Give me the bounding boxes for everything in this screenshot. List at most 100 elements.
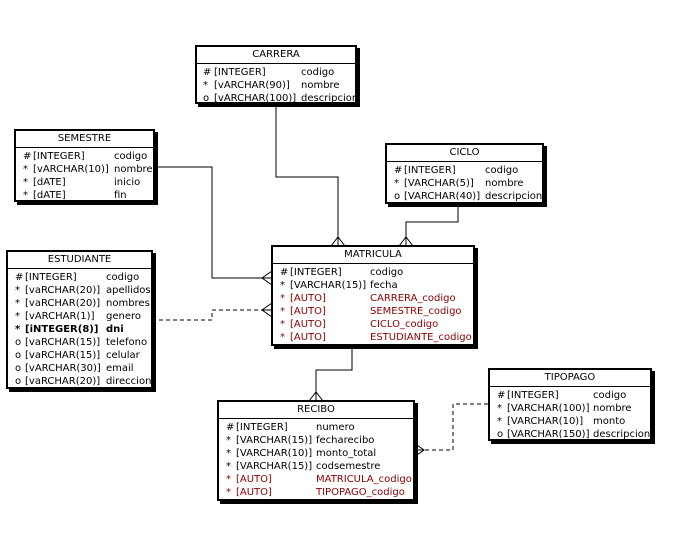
attribute-marker: * (280, 306, 285, 317)
entity-carrera[interactable]: CARRERA # [INTEGER] codigo * [vARCHAR(90… (195, 45, 359, 105)
attribute-name: monto_total (316, 448, 377, 459)
entity-estudiante[interactable]: ESTUDIANTE # [INTEGER] codigo * [vaRCHAR… (6, 250, 153, 389)
relationship-ciclo-matricula[interactable] (405, 203, 459, 246)
attribute-type: [AUTO] (236, 474, 272, 485)
attribute-type: [VARCHAR(15)] (290, 280, 367, 291)
attribute-row: * [dATE] inicio (16, 176, 153, 189)
attribute-name: TIPOPAGO_codigo (316, 487, 405, 498)
crowfoot-tipopago-recibo (413, 442, 425, 458)
attribute-row: # [INTEGER] codigo (197, 66, 355, 79)
attribute-name: direccion (106, 376, 152, 387)
attribute-marker: * (226, 487, 231, 498)
attribute-marker: * (23, 177, 28, 188)
attribute-type: [vaRCHAR(15)] (25, 337, 101, 348)
relationship-matricula-recibo[interactable] (315, 345, 353, 401)
attribute-marker: # (203, 67, 212, 78)
attribute-marker: * (15, 324, 21, 335)
attribute-marker: o (203, 93, 210, 104)
attribute-marker: * (280, 319, 285, 330)
attribute-type: [INTEGER] (404, 165, 456, 176)
entity-recibo[interactable]: RECIBO # [INTEGER] numero * [VARCHAR(15)… (217, 400, 415, 501)
attribute-row: # [INTEGER] codigo (387, 164, 542, 177)
relationship-carrera-matricula[interactable] (275, 103, 339, 246)
attribute-name: genero (106, 311, 141, 322)
attribute-row: * [vARCHAR(10)] nombre (16, 163, 153, 176)
attribute-name: descripcion (593, 429, 651, 440)
attribute-row: o [vaRCHAR(15)] celular (8, 349, 151, 362)
foreign-key-row: * [AUTO] TIPOPAGO_codigo (219, 486, 413, 499)
entity-title: TIPOPAGO (490, 370, 650, 387)
entity-title: MATRICULA (273, 247, 473, 264)
attribute-marker: * (226, 435, 231, 446)
attribute-type: [INTEGER] (214, 67, 266, 78)
attribute-type: [vaRCHAR(20)] (25, 285, 101, 296)
crowfoot-ciclo-matricula (398, 236, 414, 247)
attribute-type: [AUTO] (290, 332, 326, 343)
attribute-name: fin (114, 190, 127, 201)
attribute-row: o [vaRCHAR(20)] direccion (8, 375, 151, 388)
attribute-marker: # (23, 151, 32, 162)
attribute-name: numero (316, 422, 355, 433)
attribute-name: nombres (106, 298, 150, 309)
attribute-name: descripcion (301, 93, 359, 104)
attribute-type: [dATE] (33, 177, 66, 188)
attribute-row: # [INTEGER] codigo (8, 271, 151, 284)
entity-semestre[interactable]: SEMESTRE # [INTEGER] codigo * [vARCHAR(1… (14, 129, 155, 202)
attribute-type: [VARCHAR(5)] (404, 178, 474, 189)
entity-title: CARRERA (197, 47, 355, 64)
foreign-key-row: * [AUTO] CICLO_codigo (273, 318, 473, 331)
attribute-type: [AUTO] (290, 319, 326, 330)
crowfoot-carrera-matricula (330, 236, 346, 247)
attribute-name: nombre (593, 403, 632, 414)
attribute-type: [vARCHAR(1)] (25, 311, 95, 322)
attribute-marker: # (15, 272, 24, 283)
attribute-type: [vARCHAR(90)] (214, 80, 290, 91)
entity-tipopago[interactable]: TIPOPAGO # [INTEGER] codigo * [VARCHAR(1… (488, 368, 652, 441)
attribute-name: nombre (485, 178, 524, 189)
attribute-name: fecharecibo (316, 435, 375, 446)
attribute-type: [VARCHAR(15)] (236, 461, 313, 472)
relationship-tipopago-recibo[interactable] (414, 403, 488, 451)
attribute-name: dni (106, 324, 124, 335)
attribute-row: * [vaRCHAR(20)] apellidos (8, 284, 151, 297)
foreign-key-row: * [AUTO] ESTUDIANTE_codigo (273, 331, 473, 344)
attribute-marker: * (497, 403, 502, 414)
entity-matricula[interactable]: MATRICULA # [INTEGER] codigo * [VARCHAR(… (271, 245, 475, 346)
attribute-type: [vARCHAR(10)] (33, 164, 109, 175)
foreign-key-row: * [AUTO] MATRICULA_codigo (219, 473, 413, 486)
attribute-name: SEMESTRE_codigo (370, 306, 462, 317)
attribute-type: [vARCHAR(30)] (25, 363, 101, 374)
attribute-row: # [INTEGER] codigo (16, 150, 153, 163)
attribute-name: ESTUDIANTE_codigo (370, 332, 472, 343)
attribute-name: codigo (370, 267, 404, 278)
relationship-semestre-matricula[interactable] (154, 166, 272, 279)
attribute-marker: * (280, 280, 285, 291)
attribute-type: [VARCHAR(150)] (507, 429, 590, 440)
attribute-name: telefono (106, 337, 148, 348)
attribute-marker: * (15, 285, 20, 296)
attribute-name: codigo (301, 67, 335, 78)
attribute-name: apellidos (106, 285, 151, 296)
attribute-marker: # (280, 267, 289, 278)
entity-title: SEMESTRE (16, 131, 153, 148)
attribute-marker: # (394, 165, 403, 176)
attribute-type: [INTEGER] (25, 272, 77, 283)
attribute-marker: * (15, 311, 20, 322)
attribute-row: * [iNTEGER(8)] dni (8, 323, 151, 336)
attribute-name: codsemestre (316, 461, 381, 472)
attribute-name: CARRERA_codigo (370, 293, 456, 304)
attribute-row: o [vARCHAR(100)] descripcion (197, 92, 359, 105)
attribute-marker: o (497, 429, 504, 440)
attribute-name: email (106, 363, 134, 374)
attribute-row: * [VARCHAR(5)] nombre (387, 177, 542, 190)
attribute-row: o [vaRCHAR(15)] telefono (8, 336, 151, 349)
attribute-marker: o (15, 337, 22, 348)
attribute-type: [AUTO] (290, 293, 326, 304)
attribute-marker: * (203, 80, 208, 91)
attribute-marker: o (394, 191, 401, 202)
relationship-estudiante-matricula[interactable] (152, 309, 272, 321)
attribute-row: o [vARCHAR(30)] email (8, 362, 151, 375)
attribute-name: inicio (114, 177, 141, 188)
entity-ciclo[interactable]: CICLO # [INTEGER] codigo * [VARCHAR(5)] … (385, 143, 544, 204)
attribute-name: fecha (370, 280, 398, 291)
